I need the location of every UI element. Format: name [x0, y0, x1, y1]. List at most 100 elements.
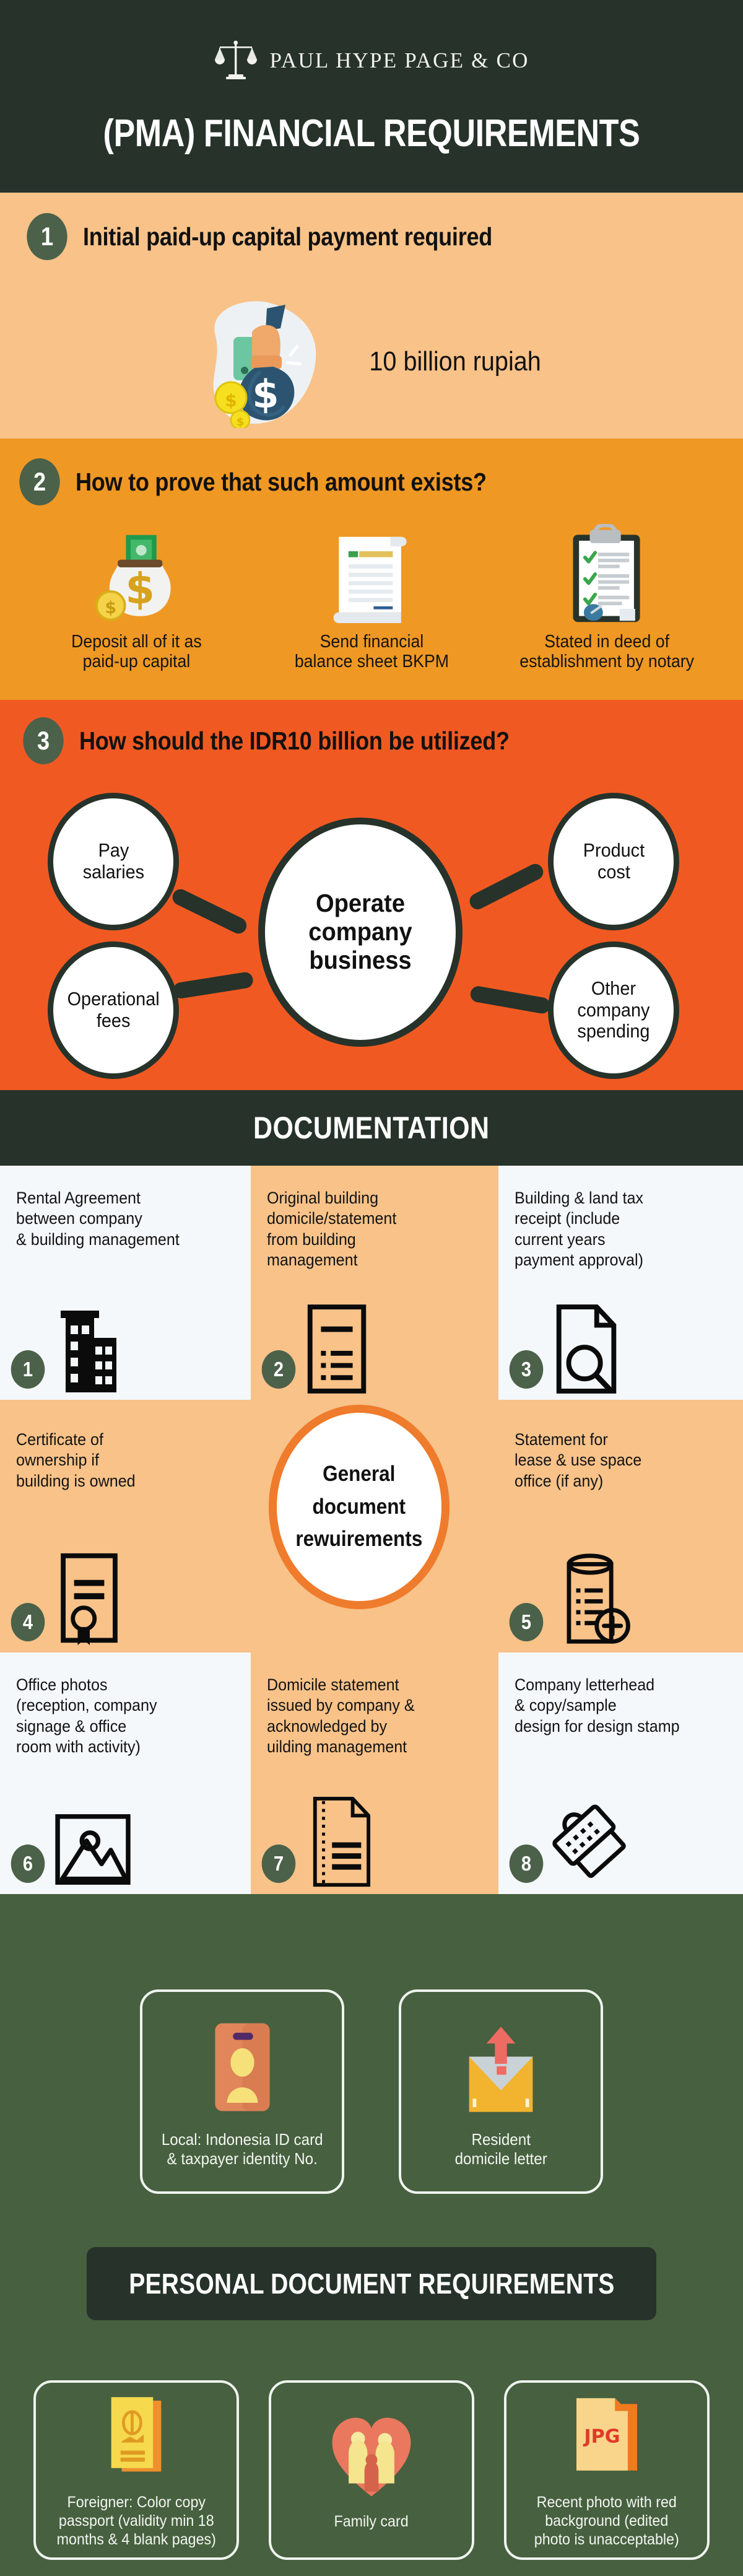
- capital-amount: 10 billion rupiah: [369, 346, 541, 377]
- proof-card: $ $ Deposit all of it as paid-up capital: [34, 533, 238, 672]
- connector-line: [172, 971, 254, 1000]
- brand-name: PAUL HYPE PAGE & CO: [269, 48, 529, 72]
- passport-icon: [98, 2391, 174, 2483]
- document-card-number: 3: [509, 1350, 544, 1389]
- money-bag-hand-icon: $ $ $: [193, 295, 335, 428]
- utilization-node-product-cost: Product cost: [548, 793, 679, 930]
- utilization-node-center: Operate company business: [258, 818, 463, 1047]
- step-badge-2: 2: [19, 458, 60, 505]
- section1-title: Initial paid-up capital payment required: [83, 222, 493, 251]
- financial-document-scroll-icon: [327, 533, 417, 626]
- document-card-3: Building & land tax receipt (include cur…: [498, 1166, 743, 1400]
- documentation-banner-title: DOCUMENTATION: [253, 1111, 490, 1145]
- node-label: Pay salaries: [82, 839, 144, 883]
- section3-heading: 3 How should the IDR10 billion be utiliz…: [20, 717, 568, 764]
- connector-line: [467, 861, 546, 912]
- jpg-file-icon: JPG: [566, 2391, 648, 2483]
- header-banner: PAUL HYPE PAGE & CO (PMA) FINANCIAL REQU…: [0, 0, 743, 193]
- general-document-requirements-circle: General document rewuirements: [269, 1405, 450, 1609]
- personal-card-passport: Foreigner: Color copy passport (validity…: [33, 2380, 239, 2560]
- document-card-text: Original building domicile/statement fro…: [267, 1189, 397, 1270]
- document-perforated-icon: [300, 1796, 387, 1889]
- proof-card-caption: Deposit all of it as paid-up capital: [71, 632, 202, 672]
- personal-card-caption: Recent photo with red background (edited…: [534, 2494, 679, 2548]
- document-card-text: Rental Agreement between company & build…: [16, 1189, 180, 1249]
- svg-text:$: $: [125, 565, 155, 614]
- svg-text:$: $: [237, 416, 245, 428]
- document-card-7: Domicile statement issued by company & a…: [251, 1653, 498, 1894]
- utilization-node-operational-fees: Operational fees: [48, 941, 179, 1079]
- document-card-8: Company letterhead & copy/sample design …: [498, 1653, 743, 1894]
- personal-top-card-row: Local: Indonesia ID card & taxpayer iden…: [0, 1989, 743, 2194]
- document-card-number: 2: [261, 1350, 296, 1389]
- money-bag-cash-icon: $ $: [82, 533, 191, 626]
- family-heart-icon: [328, 2409, 415, 2502]
- scales-of-justice-icon: [214, 36, 258, 85]
- utilization-node-other-spending: Other company spending: [548, 941, 679, 1079]
- svg-text:$: $: [225, 390, 237, 411]
- svg-text:$: $: [105, 598, 116, 618]
- node-label: Product cost: [583, 839, 645, 883]
- personal-card-caption: Family card: [334, 2513, 409, 2530]
- document-card-number: 7: [261, 1845, 296, 1883]
- document-card-number: 5: [509, 1603, 544, 1641]
- page-title: (PMA) FINANCIAL REQUIREMENTS: [103, 112, 640, 155]
- certificate-award-icon: [50, 1553, 136, 1648]
- section-fund-utilization: 3 How should the IDR10 billion be utiliz…: [0, 700, 743, 1090]
- document-card-1: Rental Agreement between company & build…: [0, 1166, 251, 1400]
- section2-title: How to prove that such amount exists?: [76, 467, 487, 496]
- office-building-icon: [50, 1302, 136, 1395]
- receipt-plus-icon: [548, 1553, 635, 1648]
- node-label: Operational fees: [67, 988, 160, 1031]
- svg-text:JPG: JPG: [583, 2425, 620, 2447]
- personal-documents-section: Local: Indonesia ID card & taxpayer iden…: [0, 1894, 743, 2576]
- documentation-grid: Rental Agreement between company & build…: [0, 1166, 743, 1894]
- documentation-banner: DOCUMENTATION: [0, 1090, 743, 1166]
- document-search-icon: [548, 1302, 635, 1395]
- documentation-row: Rental Agreement between company & build…: [0, 1166, 743, 1400]
- personal-document-requirements-title: PERSONAL DOCUMENT REQUIREMENTS: [128, 2268, 615, 2300]
- svg-text:$: $: [252, 372, 279, 417]
- document-card-text: Office photos (reception, company signag…: [16, 1675, 157, 1757]
- utilization-diagram: Pay salaries Operational fees Operate co…: [0, 779, 743, 1089]
- personal-card-photo: JPG Recent photo with red background (ed…: [504, 2380, 710, 2560]
- personal-card-caption: Foreigner: Color copy passport (validity…: [56, 2494, 216, 2548]
- personal-card-family: Family card: [269, 2380, 474, 2560]
- section2-heading: 2 How to prove that such amount exists?: [16, 458, 542, 505]
- document-card-text: Company letterhead & copy/sample design …: [515, 1675, 680, 1736]
- personal-card-caption: Resident domicile letter: [454, 2129, 547, 2168]
- document-card-text: Domicile statement issued by company & a…: [267, 1675, 415, 1757]
- step-badge-1: 1: [27, 213, 67, 260]
- document-list-icon: [300, 1302, 387, 1395]
- id-card-icon: [207, 2015, 278, 2120]
- document-card-number: 1: [11, 1350, 45, 1389]
- photo-image-icon: [50, 1796, 136, 1889]
- section1-body: $ $ $ 10 billion rupiah: [0, 289, 743, 434]
- document-card-number: 8: [509, 1845, 544, 1883]
- section-initial-capital: 1 Initial paid-up capital payment requir…: [0, 193, 743, 439]
- document-card-2: Original building domicile/statement fro…: [251, 1166, 498, 1400]
- proof-card-caption: Stated in deed of establishment by notar…: [519, 632, 694, 672]
- clipboard-checklist-icon: [562, 524, 652, 626]
- proof-card-caption: Send financial balance sheet BKPM: [294, 632, 449, 672]
- personal-bottom-card-row: Foreigner: Color copy passport (validity…: [0, 2380, 743, 2560]
- proof-card: Stated in deed of establishment by notar…: [505, 524, 709, 672]
- documentation-row: Office photos (reception, company signag…: [0, 1653, 743, 1894]
- document-card-5: Statement for lease & use space office (…: [498, 1400, 743, 1653]
- node-label: Other company spending: [577, 977, 650, 1042]
- envelope-letter-icon: [462, 2015, 540, 2120]
- step-badge-3: 3: [23, 717, 64, 764]
- document-card-text: Statement for lease & use space office (…: [515, 1430, 642, 1490]
- utilization-node-pay-salaries: Pay salaries: [48, 793, 179, 930]
- document-card-number: 6: [11, 1845, 45, 1883]
- proof-card: Send financial balance sheet BKPM: [269, 533, 474, 672]
- personal-card-caption: Local: Indonesia ID card & taxpayer iden…: [161, 2129, 323, 2168]
- section3-title: How should the IDR10 billion be utilized…: [79, 726, 510, 755]
- node-label: Operate company business: [308, 889, 412, 974]
- document-card-4: Certificate of ownership if building is …: [0, 1400, 251, 1653]
- document-card-text: Certificate of ownership if building is …: [16, 1430, 136, 1490]
- brand-lockup: PAUL HYPE PAGE & CO: [214, 36, 529, 85]
- section2-card-row: $ $ Deposit all of it as paid-up capital: [19, 524, 724, 691]
- document-card-number: 4: [11, 1603, 45, 1641]
- section-proof-of-amount: 2 How to prove that such amount exists? …: [0, 439, 743, 700]
